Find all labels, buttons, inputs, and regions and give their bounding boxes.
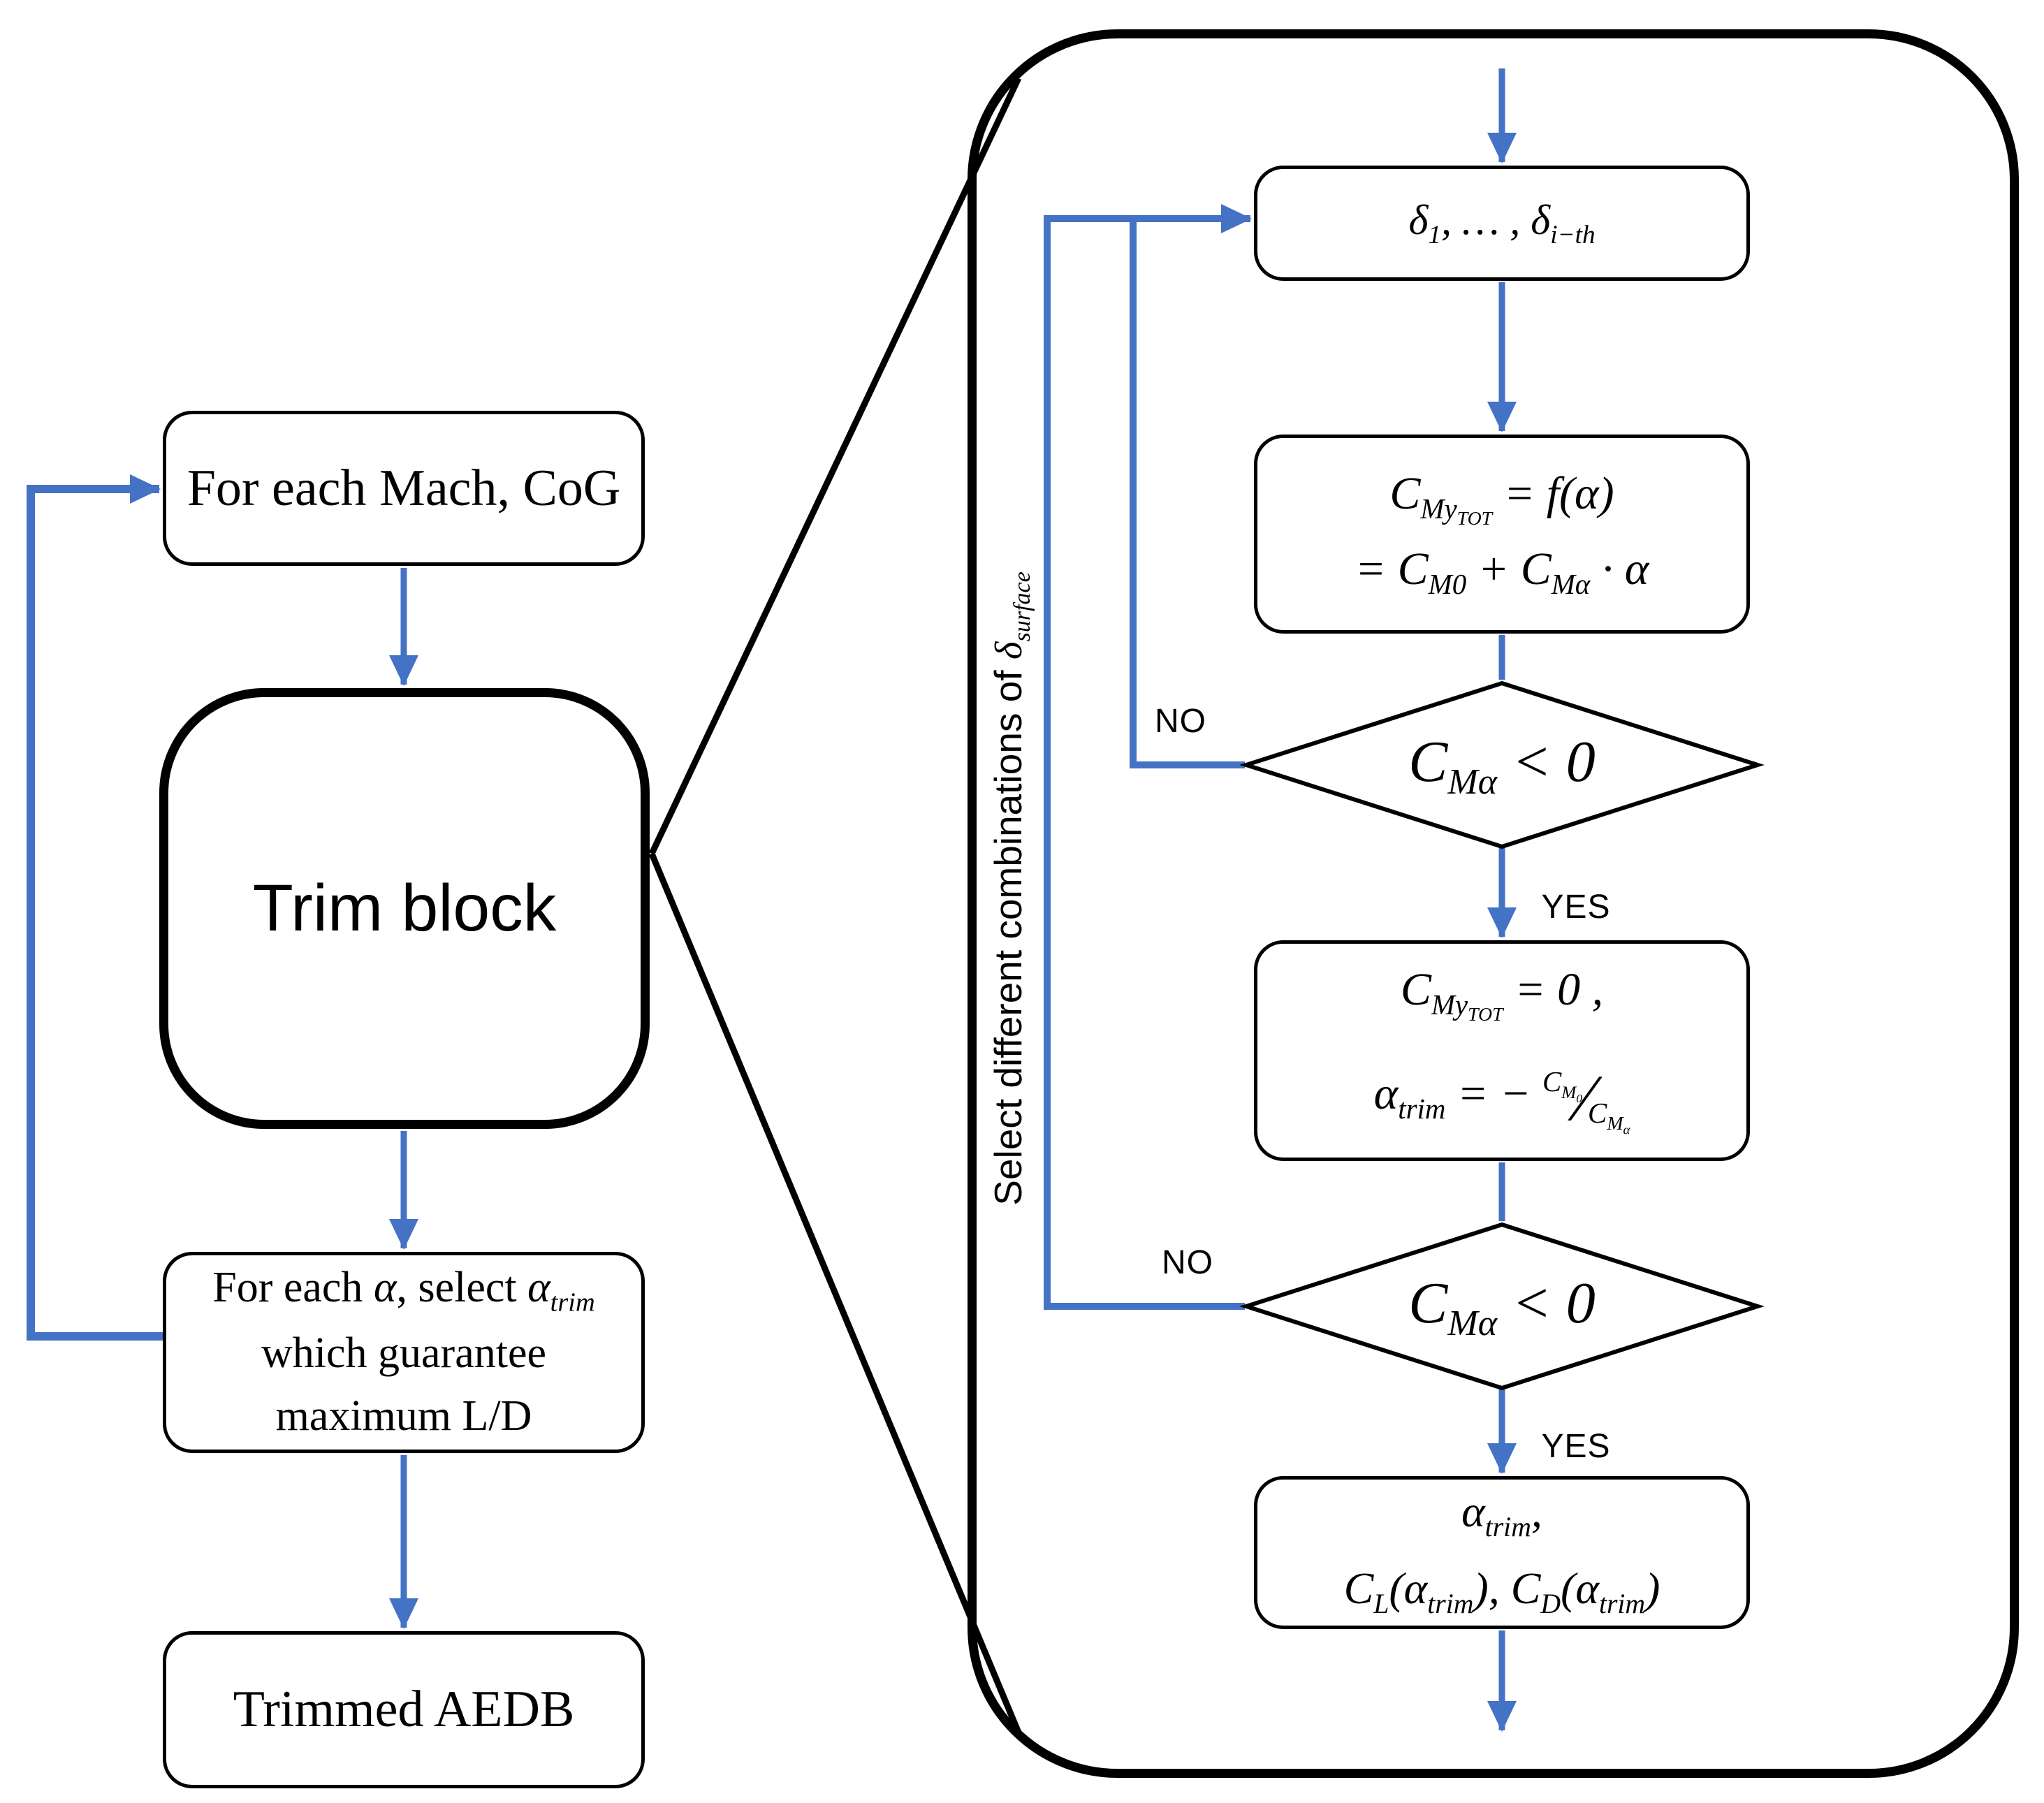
box-trimmed-aedb-label: Trimmed AEDB (233, 1681, 575, 1738)
box-trimmed-aedb: Trimmed AEDB (163, 1631, 645, 1788)
box-mach-cog-label: For each Mach, CoG (187, 459, 621, 517)
decision-2-no-label: NO (1162, 1243, 1213, 1281)
formula-box-2-line1: CMyTOT = 0 , (1400, 963, 1604, 1026)
decision-2-shape (1239, 1222, 1765, 1391)
result-box: αtrim, CL(αtrim), CD(αtrim) (1254, 1476, 1750, 1629)
vertical-label: Select different combinations of δsurfac… (986, 571, 1035, 1206)
formula-box-1-line2: = CM0 + CMα · α (1355, 543, 1649, 601)
box-select-alpha-line2: which guarantee (261, 1329, 546, 1378)
result-box-line1: αtrim, (1461, 1486, 1542, 1542)
delta-combinations-box: δ1, … , δi−th (1254, 166, 1750, 281)
decision-1-shape (1239, 680, 1765, 849)
callout-line-top (648, 77, 1022, 855)
result-box-line2: CL(αtrim), CD(αtrim) (1343, 1563, 1660, 1619)
trim-block: Trim block (159, 688, 650, 1129)
callout-line-bottom (648, 852, 1022, 1734)
decision-1-yes-label: YES (1541, 888, 1611, 926)
box-select-alpha-line3: maximum L/D (275, 1392, 532, 1440)
trim-block-label: Trim block (252, 871, 557, 945)
box-select-alpha: For each α, select αtrim which guarantee… (163, 1252, 645, 1453)
box-select-alpha-line1: For each α, select αtrim (212, 1264, 595, 1317)
decision-1-label: CMα < 0 (1250, 723, 1753, 807)
decision-1-no-label: NO (1155, 702, 1206, 740)
decision-2-label: CMα < 0 (1250, 1264, 1753, 1348)
decision-2-yes-label: YES (1541, 1427, 1611, 1465)
decision-1-condition: CMα < 0 (1408, 729, 1596, 802)
formula-box-2: CMyTOT = 0 , αtrim = − CM0∕CMα (1254, 940, 1750, 1161)
trim-detail-panel (968, 29, 2019, 1778)
decision-2-condition: CMα < 0 (1408, 1270, 1596, 1343)
box-mach-cog: For each Mach, CoG (163, 411, 645, 566)
decision2-no-loop (1044, 204, 1252, 1310)
formula-box-1-line1: CMyTOT = f(α) (1389, 467, 1614, 530)
decision1-no-loop (1130, 222, 1245, 768)
delta-combinations-label: δ1, … , δi−th (1408, 197, 1596, 249)
formula-box-2-line2: αtrim = − CM0∕CMα (1373, 1061, 1630, 1138)
loop-select-to-mach (27, 474, 163, 1341)
formula-box-1: CMyTOT = f(α) = CM0 + CMα · α (1254, 435, 1750, 634)
